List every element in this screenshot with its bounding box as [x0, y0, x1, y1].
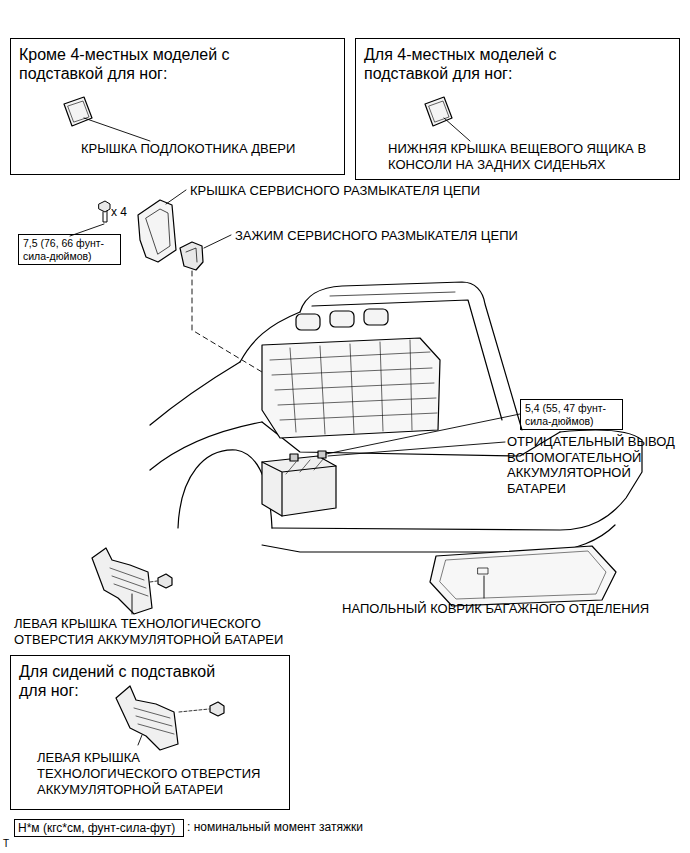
part-name: КРЫШКА СЕРВИСНОГО РАЗМЫКАТЕЛЯ ЦЕПИ — [190, 183, 550, 199]
variant-box: Кроме 4-местных моделей с подставкой для… — [10, 38, 345, 175]
quantity-mark: x 4 — [111, 205, 151, 219]
part-name: ЗАЖИМ СЕРВИСНОГО РАЗМЫКАТЕЛЯ ЦЕПИ — [235, 228, 595, 244]
variant-heading: Для 4-местных моделей с подставкой для н… — [364, 45, 624, 83]
torque-unit: Н*м (кгс*см, фунт-сила-фут) — [18, 821, 180, 835]
part-name: ЛЕВАЯ КРЫШКА ТЕХНОЛОГИЧЕСКОГО ОТВЕРСТИЯ … — [37, 750, 272, 797]
part-name: НИЖНЯЯ КРЫШКА ВЕЩЕВОГО ЯЩИКА В КОНСОЛИ Н… — [388, 141, 673, 172]
variant-box: Для 4-местных моделей с подставкой для н… — [355, 38, 680, 180]
legend-note: : номинальный момент затяжки — [187, 820, 363, 834]
page-mark: T — [3, 838, 23, 850]
torque-legend-box: Н*м (кгс*см, фунт-сила-фут) — [14, 819, 184, 837]
torque-box: 7,5 (76, 66 фунт-сила-дюймов) — [18, 234, 121, 265]
variant-heading: Кроме 4-местных моделей с подставкой для… — [19, 45, 289, 83]
torque-value: 7,5 (76, 66 фунт-сила-дюймов) — [23, 237, 113, 262]
torque-value: 5,4 (55, 47 фунт-сила-дюймов) — [525, 402, 615, 427]
part-name: ОТРИЦАТЕЛЬНЫЙ ВЫВОД ВСПОМОГАТЕЛЬНОЙ АККУ… — [507, 434, 677, 496]
part-name: КРЫШКА ПОДЛОКОТНИКА ДВЕРИ — [81, 141, 331, 157]
torque-box: 5,4 (55, 47 фунт-сила-дюймов) — [520, 399, 623, 430]
part-name: ЛЕВАЯ КРЫШКА ТЕХНОЛОГИЧЕСКОГО ОТВЕРСТИЯ … — [14, 616, 314, 647]
variant-box: Для сидений с подставкой для ног: ЛЕВАЯ К… — [10, 655, 290, 810]
variant-heading: Для сидений с подставкой для ног: — [19, 662, 244, 700]
part-name: НАПОЛЬНЫЙ КОВРИК БАГАЖНОГО ОТДЕЛЕНИЯ — [342, 601, 687, 617]
